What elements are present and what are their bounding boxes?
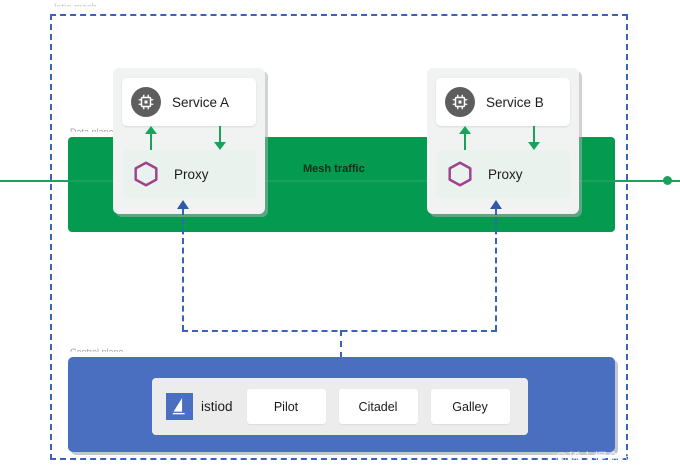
pod-service-b: Service B Proxy: [427, 68, 579, 214]
watermark: @稀土掘金技术社区: [554, 451, 672, 465]
control-plane-riser-connector: [340, 330, 342, 358]
service-b-to-proxy-line: [533, 126, 535, 144]
service-b-to-proxy-arrow-icon: [528, 142, 540, 150]
control-plane-to-proxy-a-arrow-icon: [177, 200, 189, 209]
control-plane-component-citadel[interactable]: Citadel: [338, 389, 418, 424]
proxy-to-service-b-line: [464, 134, 466, 152]
proxy-to-service-a-line: [150, 134, 152, 152]
service-a-card[interactable]: Service A: [122, 78, 256, 126]
proxy-b-card[interactable]: Proxy: [436, 150, 570, 198]
proxy-a-card[interactable]: Proxy: [122, 150, 256, 198]
mesh-traffic-label: Mesh traffic: [303, 163, 365, 175]
egress-flow-line: [562, 180, 680, 182]
pod-service-a: Service A Proxy: [113, 68, 265, 214]
control-plane-bus-connector: [182, 330, 497, 332]
service-b-label: Service B: [486, 94, 544, 110]
galley-label: Galley: [452, 399, 488, 414]
control-plane-to-proxy-b-arrow-icon: [490, 200, 502, 209]
proxy-a-label: Proxy: [174, 166, 209, 182]
chip-icon: [445, 87, 475, 117]
service-b-card[interactable]: Service B: [436, 78, 570, 126]
hexagon-icon: [445, 159, 475, 189]
istio-sail-icon: [166, 393, 193, 420]
proxy-to-service-b-arrow-icon: [459, 126, 471, 134]
data-plane-label: Data plane: [70, 127, 114, 137]
hexagon-icon: [131, 159, 161, 189]
control-plane-label: Control plane: [70, 347, 124, 357]
control-plane-component-pilot[interactable]: Pilot: [246, 389, 326, 424]
control-plane-proxy-b-connector: [495, 209, 497, 331]
istiod-card: istiod Pilot Citadel Galley: [152, 378, 528, 435]
proxy-to-service-a-arrow-icon: [145, 126, 157, 134]
control-plane-proxy-a-connector: [182, 209, 184, 331]
istio-mesh-label: Istio mesh: [54, 2, 98, 12]
citadel-label: Citadel: [358, 399, 398, 414]
service-a-label: Service A: [172, 94, 230, 110]
mesh-traffic-flow-line: [252, 180, 442, 182]
chip-icon: [131, 87, 161, 117]
pilot-label: Pilot: [273, 399, 299, 414]
ingress-flow-line: [0, 180, 120, 182]
service-a-to-proxy-arrow-icon: [214, 142, 226, 150]
istio-mesh-boundary: [50, 14, 628, 460]
service-a-to-proxy-line: [219, 126, 221, 144]
control-plane-component-galley[interactable]: Galley: [430, 389, 510, 424]
proxy-b-label: Proxy: [488, 166, 523, 182]
istiod-label: istiod: [201, 399, 233, 414]
egress-endpoint-dot-icon: [663, 176, 672, 185]
